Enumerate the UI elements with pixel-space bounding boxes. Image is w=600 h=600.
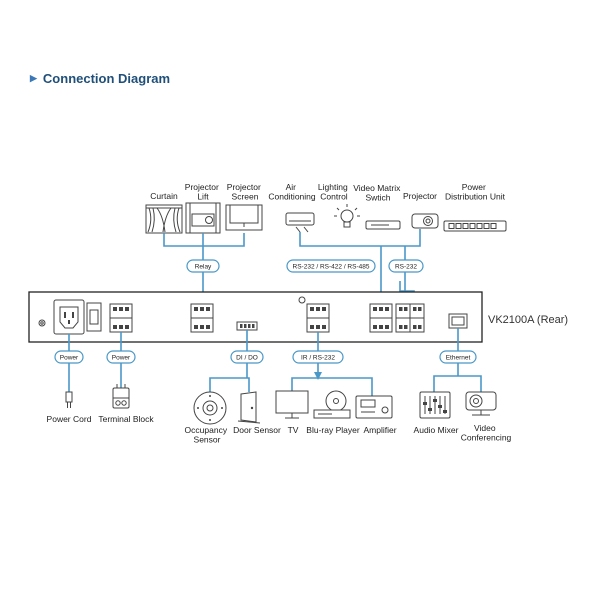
badge-ir-rs232 xyxy=(292,350,344,364)
badge-rs232-label: RS-232 xyxy=(395,264,417,271)
terminal-block-icon xyxy=(112,384,130,409)
ac-power-inlet-icon xyxy=(53,299,85,335)
badge-power-2 xyxy=(106,350,136,364)
label-pdu: Power Distribution Unit xyxy=(445,182,506,202)
label-occupancy-sensor: Occupancy Sensor xyxy=(185,425,230,445)
terminal-block-port-icon xyxy=(109,303,133,333)
projector-screen-icon xyxy=(225,204,263,231)
label-blu-ray-player: Blu-ray Player xyxy=(306,425,360,435)
di-do-port-icon xyxy=(236,321,258,331)
door-sensor-icon xyxy=(237,391,261,424)
label-projector: Projector xyxy=(403,191,437,201)
badge-rs232 xyxy=(388,259,424,273)
label-amplifier: Amplifier xyxy=(363,425,396,435)
label-lighting-control: Lighting Control xyxy=(318,182,350,202)
power-switch-icon xyxy=(86,302,102,332)
light-bulb-icon xyxy=(334,204,360,228)
label-terminal-block: Terminal Block xyxy=(98,414,154,424)
label-air-conditioning: Air Conditioning xyxy=(268,182,316,202)
badge-power-2-label: Power xyxy=(112,355,131,362)
audio-mixer-icon xyxy=(419,391,451,419)
power-distribution-unit-icon xyxy=(443,220,507,232)
tv-icon xyxy=(275,390,309,419)
badge-power-1 xyxy=(54,350,84,364)
diagram-title: ▶ Connection Diagram xyxy=(30,71,170,86)
label-door-sensor: Door Sensor xyxy=(233,425,281,435)
label-projector-lift: Projector Lift xyxy=(185,182,221,202)
rs232-port-icon xyxy=(395,303,425,333)
badge-ethernet xyxy=(439,350,477,364)
title-bullet-icon: ▶ xyxy=(30,73,37,83)
label-audio-mixer: Audio Mixer xyxy=(414,425,459,435)
badge-di-do-label: DI / DO xyxy=(236,355,258,362)
video-conferencing-camera-icon xyxy=(465,391,497,416)
projector-lift-icon xyxy=(185,202,221,234)
amplifier-icon xyxy=(355,395,393,419)
badge-relay-label: Relay xyxy=(195,264,212,271)
badge-power-1-label: Power xyxy=(60,355,79,362)
badge-di-do xyxy=(230,350,264,364)
ethernet-port-icon xyxy=(448,313,468,329)
title-text: Connection Diagram xyxy=(42,71,171,86)
power-cord-icon xyxy=(65,391,73,408)
label-projector-screen: Projector Screen xyxy=(227,182,263,202)
badge-relay xyxy=(186,259,220,273)
curtain-icon xyxy=(145,204,183,234)
badge-rs-multi xyxy=(286,259,376,273)
label-power-cord: Power Cord xyxy=(47,414,92,424)
label-video-matrix: Video Matrix Swtich xyxy=(353,183,402,203)
label-curtain: Curtain xyxy=(150,191,178,201)
badge-ethernet-label: Ethernet xyxy=(446,355,471,362)
badge-ir-rs232-label: IR / RS-232 xyxy=(301,355,335,362)
model-label: VK2100A (Rear) xyxy=(488,314,568,326)
blu-ray-player-icon xyxy=(313,390,351,419)
badge-rs-multi-label: RS-232 / RS-422 / RS-485 xyxy=(293,264,370,271)
relay-port-icon xyxy=(190,303,214,333)
projector-icon xyxy=(411,213,439,229)
label-video-conferencing: Video Conferencing xyxy=(461,423,512,443)
occupancy-sensor-icon xyxy=(193,391,227,425)
serial-port-icon xyxy=(369,303,393,333)
label-tv: TV xyxy=(288,425,299,435)
ir-rs232-port-icon xyxy=(306,303,330,333)
air-conditioner-icon xyxy=(285,212,315,233)
video-matrix-icon xyxy=(365,220,401,230)
